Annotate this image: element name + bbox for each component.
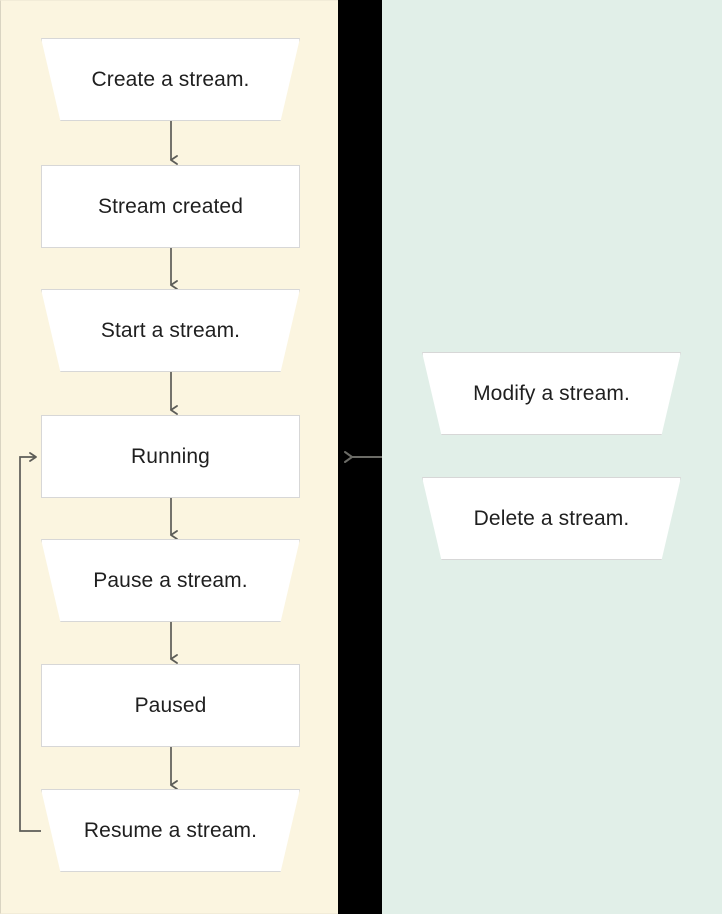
trapezoid-shape [422,352,681,435]
right-lane-background [382,0,722,914]
node-label: Stream created [98,194,243,218]
trapezoid-shape [422,477,681,560]
node-running[interactable]: Running [41,415,300,498]
trapezoid-shape [41,38,300,121]
node-stream-created[interactable]: Stream created [41,165,300,248]
node-start-a-stream[interactable]: Start a stream. [41,289,300,372]
node-delete-a-stream[interactable]: Delete a stream. [422,477,681,560]
node-resume-a-stream[interactable]: Resume a stream. [41,789,300,872]
node-paused[interactable]: Paused [41,664,300,747]
node-label: Paused [134,693,207,717]
node-label: Running [131,444,210,468]
trapezoid-shape [41,539,300,622]
trapezoid-shape [41,289,300,372]
trapezoid-shape [41,789,300,872]
node-modify-a-stream[interactable]: Modify a stream. [422,352,681,435]
node-pause-a-stream[interactable]: Pause a stream. [41,539,300,622]
lane-divider-bar [338,0,382,914]
node-create-a-stream[interactable]: Create a stream. [41,38,300,121]
